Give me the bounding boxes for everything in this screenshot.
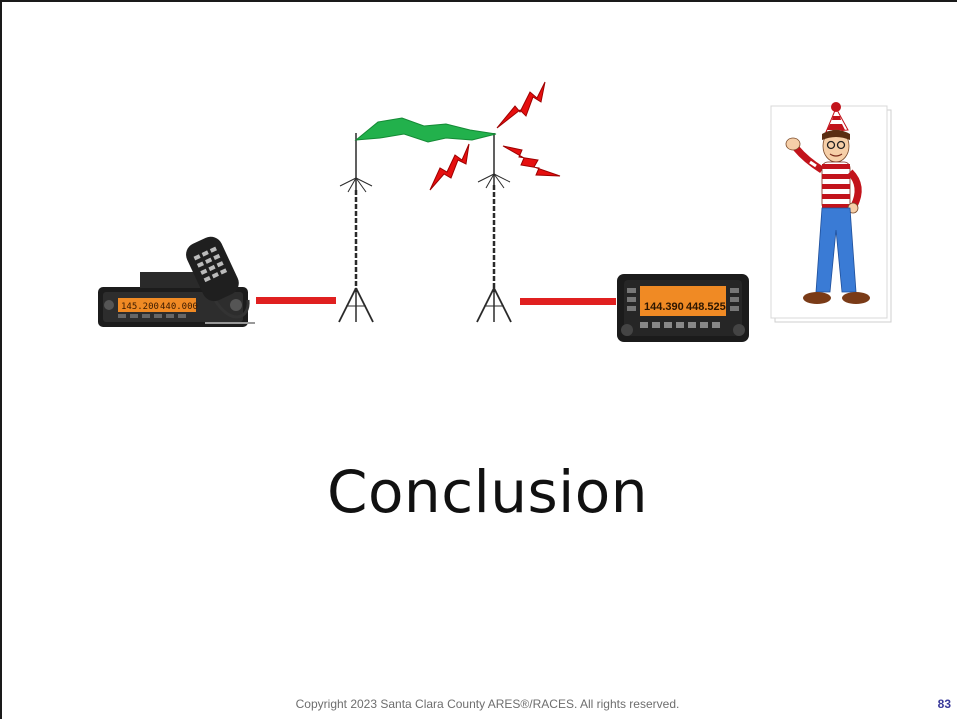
signal-bolt-green xyxy=(356,118,496,142)
left-radio-display-b: 440.000 xyxy=(160,302,198,312)
interference-bolt-right xyxy=(503,146,560,176)
interference-bolt-top xyxy=(497,82,545,128)
right-antenna-tripod xyxy=(477,133,511,322)
right-radio-display-a: 144.390 xyxy=(644,301,684,313)
interference-bolt-left xyxy=(430,144,469,190)
copyright-footer: Copyright 2023 Santa Clara County ARES®/… xyxy=(0,697,957,711)
left-feedline xyxy=(256,297,336,304)
left-antenna-tripod xyxy=(339,133,373,322)
left-radio-display-a: 145.200 xyxy=(121,302,159,312)
character-card xyxy=(771,102,891,322)
left-radio: 145.200 440.000 xyxy=(98,233,255,327)
page-number: 83 xyxy=(938,697,951,711)
right-feedline xyxy=(520,298,616,305)
right-radio: 144.390 448.525 xyxy=(617,274,749,342)
right-radio-display-b: 448.525 xyxy=(686,301,726,313)
slide-title: Conclusion xyxy=(0,458,957,526)
